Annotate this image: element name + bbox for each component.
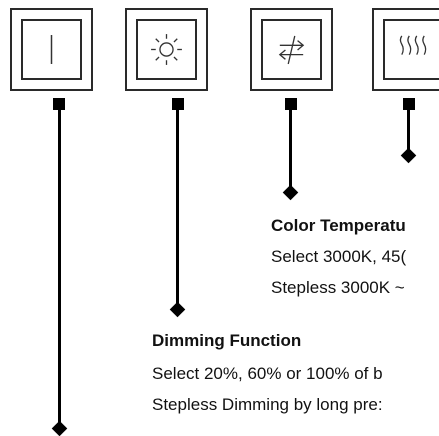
power-button[interactable] <box>10 8 93 91</box>
dimming-button-face <box>136 19 197 80</box>
color-temperature-connector-diamond <box>282 184 299 201</box>
power-button-face <box>21 19 82 80</box>
dimming-connector-diamond <box>169 301 186 318</box>
color-temperature-connector-square <box>285 98 297 110</box>
color-temperature-title: Color Temperatu <box>271 216 406 235</box>
color-temperature-line-2: Stepless 3000K ~ <box>271 278 405 297</box>
power-connector-line <box>58 108 61 428</box>
dimming-title: Dimming Function <box>152 331 302 350</box>
dimming-line-1: Select 20%, 60% or 100% of b <box>152 364 383 383</box>
dimming-line-2: Stepless Dimming by long pre: <box>152 395 383 414</box>
dimming-connector-line <box>176 108 179 308</box>
heat-button[interactable] <box>372 8 439 91</box>
color-temperature-connector-line <box>289 108 292 190</box>
power-connector-square <box>53 98 65 110</box>
vertical-line-icon <box>50 35 53 64</box>
heat-connector-diamond <box>400 147 417 164</box>
heat-wave-icon <box>399 35 427 55</box>
heat-connector-line <box>407 108 410 153</box>
sun-icon <box>151 34 182 65</box>
heat-button-face <box>383 19 439 80</box>
color-temperature-button[interactable] <box>250 8 333 91</box>
power-connector-diamond <box>51 420 68 436</box>
color-temperature-line-1: Select 3000K, 45( <box>271 247 407 266</box>
heat-connector-square <box>403 98 415 110</box>
color-temperature-button-face <box>261 19 322 80</box>
arrows-swap-icon <box>278 35 305 65</box>
dimming-button[interactable] <box>125 8 208 91</box>
dimming-connector-square <box>172 98 184 110</box>
